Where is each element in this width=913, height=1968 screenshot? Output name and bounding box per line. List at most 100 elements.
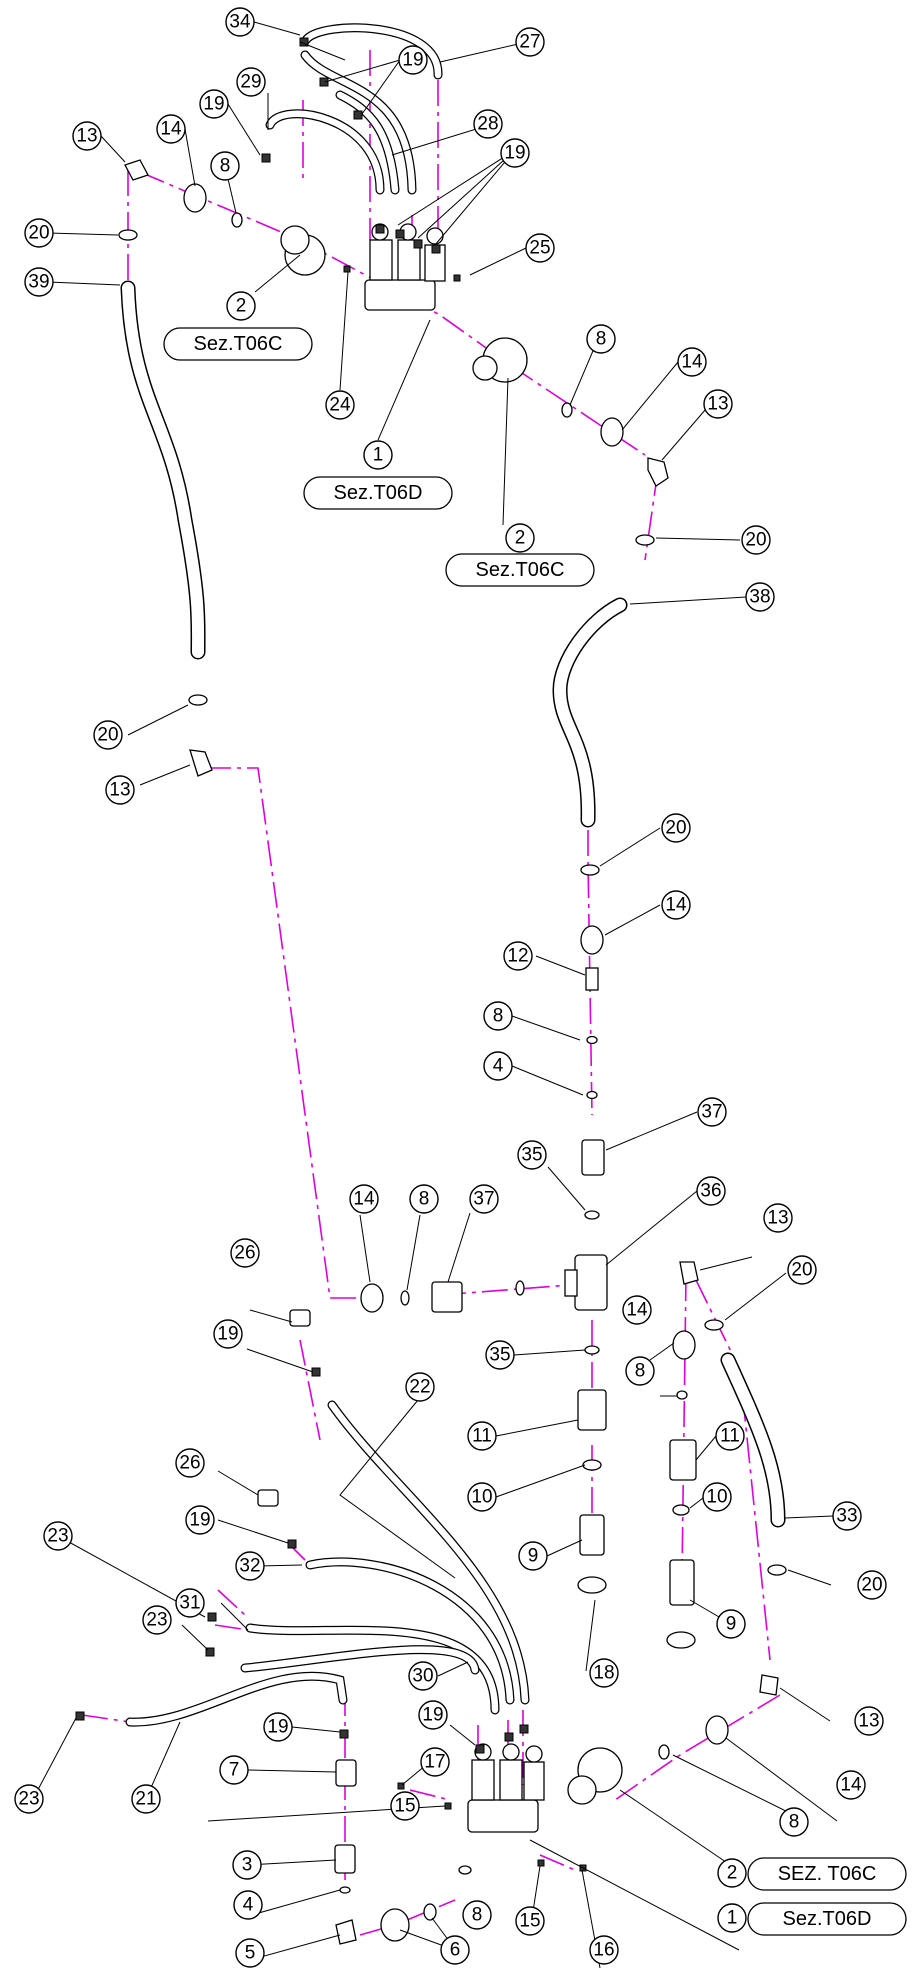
callout-31: 31 bbox=[175, 1588, 205, 1618]
svg-text:20: 20 bbox=[745, 530, 766, 551]
callout-22: 22 bbox=[405, 1372, 435, 1402]
svg-text:14: 14 bbox=[353, 1189, 375, 1210]
callout-15: 15 bbox=[515, 1906, 545, 1936]
callout-27: 27 bbox=[515, 27, 545, 57]
callout-14: 14 bbox=[349, 1184, 379, 1214]
svg-text:33: 33 bbox=[836, 1506, 857, 1527]
svg-text:26: 26 bbox=[234, 1243, 255, 1264]
callout-35: 35 bbox=[485, 1340, 515, 1370]
svg-text:12: 12 bbox=[507, 946, 528, 967]
callout-33: 33 bbox=[832, 1501, 862, 1531]
svg-text:31: 31 bbox=[179, 1593, 200, 1614]
svg-text:6: 6 bbox=[450, 1940, 461, 1961]
svg-text:8: 8 bbox=[419, 1189, 430, 1210]
callout-20: 20 bbox=[93, 720, 123, 750]
callout-20: 20 bbox=[741, 525, 771, 555]
svg-text:10: 10 bbox=[706, 1487, 727, 1508]
svg-text:Sez.T06C: Sez.T06C bbox=[194, 333, 283, 355]
callout-18: 18 bbox=[589, 1658, 619, 1688]
svg-text:2: 2 bbox=[236, 296, 247, 317]
callout-14: 14 bbox=[622, 1295, 652, 1325]
svg-text:16: 16 bbox=[593, 1940, 614, 1961]
callout-10: 10 bbox=[467, 1482, 497, 1512]
callout-14: 14 bbox=[677, 347, 707, 377]
callout-8: 8 bbox=[483, 1001, 513, 1031]
callout-13: 13 bbox=[703, 389, 733, 419]
callout-19: 19 bbox=[199, 89, 229, 119]
svg-text:24: 24 bbox=[329, 395, 351, 416]
svg-text:8: 8 bbox=[472, 1905, 483, 1926]
assembly-axis-lines bbox=[81, 50, 781, 1936]
callout-9: 9 bbox=[716, 1609, 746, 1639]
callout-39: 39 bbox=[24, 267, 54, 297]
callout-20: 20 bbox=[24, 218, 54, 248]
svg-text:19: 19 bbox=[217, 1324, 238, 1345]
callout-6: 6 bbox=[440, 1935, 470, 1965]
svg-text:11: 11 bbox=[472, 1426, 492, 1447]
svg-text:13: 13 bbox=[109, 780, 130, 801]
svg-text:25: 25 bbox=[529, 238, 550, 259]
svg-text:14: 14 bbox=[840, 1775, 862, 1796]
callout-20: 20 bbox=[787, 1255, 817, 1285]
callout-20: 20 bbox=[661, 813, 691, 843]
svg-text:Sez.T06D: Sez.T06D bbox=[783, 1908, 872, 1930]
callout-23: 23 bbox=[14, 1784, 44, 1814]
section-references: Sez.T06C Sez.T06D Sez.T06C SEZ. T06C Sez… bbox=[163, 327, 907, 1936]
svg-text:34: 34 bbox=[229, 12, 251, 33]
callout-26: 26 bbox=[230, 1238, 260, 1268]
callout-13: 13 bbox=[72, 121, 102, 151]
svg-text:19: 19 bbox=[189, 1510, 210, 1531]
callout-16: 16 bbox=[589, 1935, 619, 1965]
callout-38: 38 bbox=[745, 582, 775, 612]
callout-28: 28 bbox=[473, 109, 503, 139]
callout-37: 37 bbox=[697, 1097, 727, 1127]
callout-4: 4 bbox=[233, 1890, 263, 1920]
svg-text:8: 8 bbox=[493, 1006, 504, 1027]
svg-text:23: 23 bbox=[146, 1610, 167, 1631]
callout-7: 7 bbox=[219, 1755, 249, 1785]
components bbox=[75, 37, 787, 1945]
callout-29: 29 bbox=[236, 67, 266, 97]
svg-text:2: 2 bbox=[515, 528, 526, 549]
svg-text:20: 20 bbox=[791, 1260, 812, 1281]
svg-text:21: 21 bbox=[135, 1789, 156, 1810]
svg-text:39: 39 bbox=[28, 272, 49, 293]
svg-text:17: 17 bbox=[424, 1752, 445, 1773]
svg-text:8: 8 bbox=[635, 1361, 646, 1382]
svg-text:20: 20 bbox=[97, 725, 118, 746]
svg-text:SEZ. T06C: SEZ. T06C bbox=[778, 1863, 877, 1885]
callout-19: 19 bbox=[418, 1700, 448, 1730]
svg-text:1: 1 bbox=[727, 1908, 738, 1929]
callout-bubbles: 34 19 27 29 19 28 19 13 14 8 20 39 25 2 … bbox=[14, 7, 887, 1968]
callout-3: 3 bbox=[232, 1850, 262, 1880]
svg-text:4: 4 bbox=[493, 1056, 504, 1077]
svg-text:1: 1 bbox=[373, 445, 384, 466]
callout-13: 13 bbox=[763, 1203, 793, 1233]
svg-text:19: 19 bbox=[203, 94, 224, 115]
svg-text:20: 20 bbox=[665, 818, 686, 839]
callout-20: 20 bbox=[857, 1570, 887, 1600]
callout-8: 8 bbox=[210, 151, 240, 181]
callout-19: 19 bbox=[398, 45, 428, 75]
hoses bbox=[120, 23, 786, 1727]
svg-text:15: 15 bbox=[519, 1911, 540, 1932]
callout-11: 11 bbox=[715, 1421, 745, 1451]
svg-text:13: 13 bbox=[858, 1711, 879, 1732]
svg-text:7: 7 bbox=[229, 1760, 240, 1781]
svg-text:23: 23 bbox=[18, 1789, 39, 1810]
callout-1: 1 bbox=[363, 440, 393, 470]
callout-14: 14 bbox=[836, 1770, 866, 1800]
callout-34: 34 bbox=[225, 7, 255, 37]
section-ref-t06c-bottom: SEZ. T06C bbox=[747, 1857, 907, 1891]
svg-text:20: 20 bbox=[28, 223, 49, 244]
svg-text:13: 13 bbox=[76, 126, 97, 147]
svg-text:9: 9 bbox=[726, 1614, 737, 1635]
svg-text:22: 22 bbox=[409, 1377, 430, 1398]
callout-19: 19 bbox=[185, 1505, 215, 1535]
svg-text:Sez.T06D: Sez.T06D bbox=[334, 482, 423, 504]
svg-text:38: 38 bbox=[749, 587, 770, 608]
svg-text:35: 35 bbox=[521, 1145, 542, 1166]
callout-13: 13 bbox=[105, 775, 135, 805]
svg-text:8: 8 bbox=[220, 156, 231, 177]
callout-8: 8 bbox=[586, 324, 616, 354]
